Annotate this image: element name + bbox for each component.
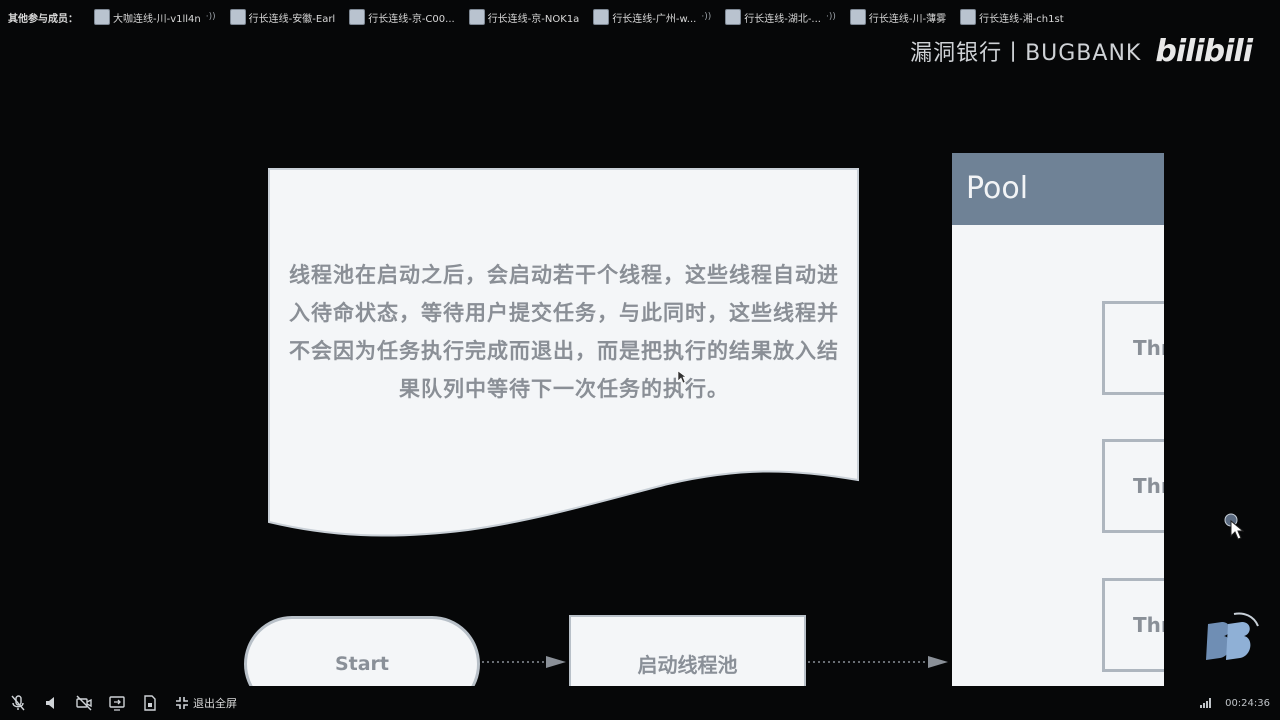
flow-arrow (808, 656, 948, 668)
screen-share-icon[interactable] (109, 695, 125, 711)
mic-off-icon[interactable] (10, 695, 26, 711)
participant-name: 行长连线-广州-w... (612, 13, 697, 25)
participant-avatar (349, 9, 366, 25)
participant-name: 行长连线-湘-ch1st (979, 13, 1064, 25)
participant-item[interactable]: 行长连线-安徽-Earl (229, 9, 336, 25)
participant-avatar (725, 9, 742, 25)
bottom-toolbar: 退出全屏 00:24:36 (0, 686, 1280, 720)
participant-name: 行长连线-京-NOK1a (487, 13, 580, 25)
thread-box: Thr (1102, 578, 1164, 672)
volume-indicator-icon: ·)) (205, 12, 216, 22)
bugbank-logo-icon (1206, 612, 1259, 660)
participant-avatar (849, 9, 866, 25)
participant-item[interactable]: 行长连线-湖北-... ·)) (725, 9, 836, 25)
volume-indicator-icon: ·)) (701, 12, 712, 22)
participant-name: 大咖连线-川-v1ll4n (113, 13, 201, 25)
elapsed-time: 00:24:36 (1225, 697, 1270, 709)
volume-indicator-icon: ·)) (825, 12, 836, 22)
participant-avatar (229, 9, 246, 25)
flow-arrow (482, 656, 566, 668)
participant-avatar (593, 9, 610, 25)
record-icon[interactable] (142, 695, 158, 711)
participants-label: 其他参与成员： (8, 13, 78, 25)
participant-item[interactable]: 行长连线-广州-w... ·)) (593, 9, 711, 25)
watermark-text: 漏洞银行丨BUGBANK (910, 41, 1142, 66)
speaker-icon[interactable] (43, 695, 59, 711)
bilibili-logo: bilibili (1155, 33, 1253, 69)
pool-title: Pool (952, 153, 1164, 225)
document-text: 线程池在启动之后，会启动若干个线程，这些线程自动进入待命状态，等待用户提交任务，… (289, 263, 839, 401)
thread-box: Thr (1102, 439, 1164, 533)
participant-item[interactable]: 行长连线-京-C00... (349, 9, 455, 25)
exit-fullscreen-label: 退出全屏 (193, 697, 237, 710)
participant-name: 行长连线-川-薄雾 (868, 13, 947, 25)
participant-avatar (468, 9, 485, 25)
participant-name: 行长连线-湖北-... (744, 13, 821, 25)
exit-fullscreen-button[interactable]: 退出全屏 (175, 695, 237, 711)
participant-avatar (960, 9, 977, 25)
participant-name: 行长连线-京-C00... (368, 13, 455, 25)
mouse-cursor-icon (1224, 513, 1244, 540)
mouse-cursor-icon (677, 370, 687, 384)
camera-off-icon[interactable] (76, 695, 92, 711)
participant-item[interactable]: 行长连线-京-NOK1a (468, 9, 580, 25)
watermark: 漏洞银行丨BUGBANK bilibili (910, 33, 1253, 69)
fullscreen-exit-icon (176, 697, 188, 709)
document-shape: 线程池在启动之后，会启动若干个线程，这些线程自动进入待命状态，等待用户提交任务，… (268, 168, 860, 540)
participant-item[interactable]: 大咖连线-川-v1ll4n ·)) (94, 9, 216, 25)
participants-bar: 其他参与成员： 大咖连线-川-v1ll4n ·)) 行长连线-安徽-Earl 行长… (0, 0, 1280, 34)
thread-box: Thr (1102, 301, 1164, 395)
pool-panel: Pool Thr Thr Thr (952, 153, 1164, 687)
signal-icon (1200, 698, 1212, 708)
participant-avatar (94, 9, 110, 25)
status-area: 00:24:36 (1200, 686, 1270, 720)
participant-item[interactable]: 行长连线-川-薄雾 (849, 9, 947, 25)
participant-name: 行长连线-安徽-Earl (248, 13, 336, 25)
participant-item[interactable]: 行长连线-湘-ch1st (960, 9, 1064, 25)
